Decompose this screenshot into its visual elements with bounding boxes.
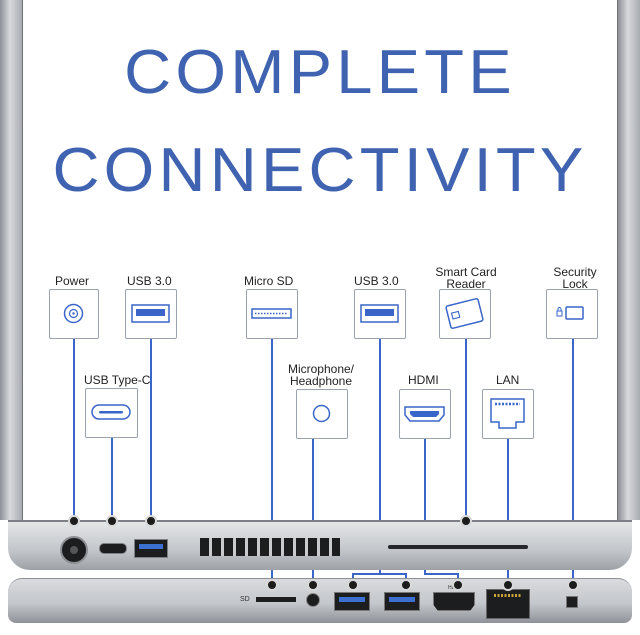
label-lan: LAN [496,373,520,387]
label-usb-type-c: USB Type-C [84,373,151,387]
micro-sd-port-box [246,289,298,339]
label-smart-card-line2: Reader [446,277,486,291]
usb-type-c-port-box [85,388,138,438]
usb-a-port-left [134,539,168,558]
ethernet-port [486,589,530,619]
label-security-lock: Security Lock [545,266,605,290]
dot-headphone [307,579,319,591]
micro-sd-slot [256,597,296,602]
leader-usb3-right-branch [352,573,407,575]
hdmi-port [433,592,475,611]
label-security-line1: Security [553,265,597,279]
smart-card-slot [388,545,528,549]
leader-usb3-left [150,339,152,521]
label-usb3-left: USB 3.0 [127,274,172,288]
headphone-port-box [296,389,348,439]
power-port-box [49,289,99,339]
microsd-icon [251,308,292,319]
usb-a-port-right-1 [334,592,370,611]
laptop-lid-right-edge [617,0,640,520]
dot-usb3-right-1 [347,579,359,591]
dot-lan [502,579,514,591]
label-smart-card: Smart Card Reader [432,266,500,290]
label-power: Power [55,274,90,288]
smart-card-port-box [439,289,491,339]
headline-line-2: CONNECTIVITY [52,136,588,205]
power-port [60,536,88,564]
usb-c-port [99,543,127,554]
ethernet-icon [490,398,525,429]
dot-micro-sd [266,579,278,591]
usb3-right-port-box [354,289,406,339]
security-lock-port-box [546,289,598,339]
leader-hdmi-branch [424,573,459,575]
label-microphone-line1: Microphone/ [287,362,355,376]
leader-power [73,339,75,521]
usb-c-icon [91,404,131,420]
usb-a-icon [131,304,170,323]
leader-usb3-right [379,339,381,573]
usb-a-icon [360,304,399,323]
label-hdmi: HDMI [408,373,439,387]
dot-security-lock [567,579,579,591]
label-micro-sd: Micro SD [244,274,294,288]
leader-usb-type-c [111,438,113,521]
usb-a-port-right-2 [384,592,420,611]
label-smart-card-line1: Smart Card [435,265,497,279]
hdmi-port-box [399,389,451,439]
label-microphone-line2: Headphone [289,374,353,388]
leader-hdmi [424,439,426,573]
dot-smart-card [460,515,472,527]
dot-usb3-left [145,515,157,527]
security-lock-slot [566,596,578,608]
vent-grille [200,538,340,556]
headline-line-1: COMPLETE [124,38,516,107]
dot-usb3-right-2 [400,579,412,591]
dot-usb-type-c [106,515,118,527]
leader-security-lock [572,339,574,583]
power-icon [63,303,84,324]
leader-lan [507,439,509,583]
lan-port-box [482,389,534,439]
security-lock-icon [556,306,584,320]
hdmi-icon [404,406,445,422]
leader-headphone [312,439,314,583]
dot-hdmi [452,579,464,591]
dot-power [68,515,80,527]
smart-card-icon [445,298,484,329]
leader-micro-sd [271,339,273,583]
leader-smart-card [465,339,467,521]
headphone-jack [306,593,320,607]
sd-printed-label: SD [240,596,250,603]
laptop-base-left-side [8,520,632,570]
headphone-jack-icon [312,404,331,423]
label-usb3-right: USB 3.0 [354,274,399,288]
laptop-lid-left-edge [0,0,23,520]
laptop-base-right-side: SD HDMI [8,578,632,623]
usb3-left-port-box [125,289,177,339]
label-security-line2: Lock [562,277,588,291]
label-microphone-headphone: Microphone/ Headphone [284,363,358,387]
